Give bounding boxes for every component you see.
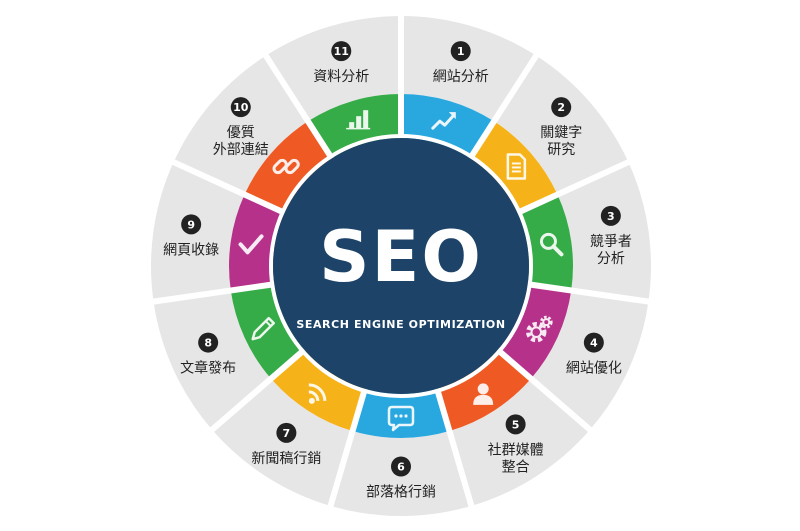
outer-segment (530, 290, 649, 430)
person-icon (473, 383, 494, 405)
segment-number: 2 (557, 101, 565, 114)
segment-label: 網站分析 (433, 69, 489, 85)
color-segment (230, 283, 306, 379)
rss-icon (308, 383, 327, 404)
segment-number-badge (583, 332, 604, 353)
segment-number: 4 (590, 337, 598, 350)
segment-label: 分析 (597, 251, 625, 267)
outer-segment (557, 162, 652, 302)
outer-segment (153, 290, 272, 430)
color-ring (229, 94, 573, 439)
segment-label-group: 11 資料分析 (313, 41, 369, 85)
segment-dividers (151, 14, 651, 509)
segment-divider (465, 52, 540, 164)
segment-label: 網頁收錄 (163, 242, 219, 258)
segment-label-group: 4 網站優化 (566, 332, 622, 377)
segment-number: 6 (397, 461, 405, 474)
outer-segment (173, 55, 309, 195)
segment-number: 7 (283, 427, 291, 440)
segment-number-badge (181, 214, 202, 235)
segment-label: 新聞稿行銷 (251, 451, 321, 467)
segment-number-badge (331, 41, 352, 62)
segment-label-group: 6 部落格行銷 (366, 456, 436, 501)
segment-divider (327, 384, 369, 509)
center-ring-edge (269, 134, 533, 398)
segment-number-badge (230, 97, 251, 118)
segment-number: 10 (233, 101, 249, 114)
document-icon (506, 153, 527, 180)
outer-ring (150, 16, 652, 516)
segment-label: 競爭者 (590, 234, 632, 250)
segment-label: 研究 (547, 142, 575, 158)
segment-number-badge (450, 41, 471, 62)
segment-label: 外部連結 (213, 142, 269, 158)
segment-number-badge (198, 332, 219, 353)
segment-label: 部落格行銷 (366, 485, 436, 501)
center-hub: SEO SEARCH ENGINE OPTIMIZATION (273, 138, 529, 394)
segment-label: 文章發布 (180, 360, 236, 377)
segment-number-badge (551, 97, 572, 118)
segment-divider (433, 384, 475, 509)
color-segment (401, 94, 494, 161)
gears-icon (526, 315, 553, 343)
magnifier-icon (539, 232, 564, 257)
segment-label-group: 9 網頁收錄 (163, 214, 219, 258)
segment-number: 1 (457, 45, 465, 58)
segment-number: 5 (512, 418, 520, 431)
segment-number: 3 (607, 210, 615, 223)
segment-label-group: 8 文章發布 (180, 332, 236, 377)
segment-number-badge (505, 414, 526, 435)
segment-label-group: 7 新聞稿行銷 (251, 422, 321, 467)
center-subtitle: SEARCH ENGINE OPTIMIZATION (296, 318, 505, 331)
segment-label: 關鍵字 (540, 125, 582, 141)
outer-segment (265, 16, 401, 122)
segment-label: 整合 (502, 459, 530, 475)
segment-divider (512, 158, 632, 218)
outer-segment (212, 378, 353, 506)
center-circle (273, 138, 529, 394)
segment-divider (262, 52, 337, 164)
color-segment (244, 121, 333, 214)
outer-segment (401, 16, 537, 122)
segment-number: 8 (204, 337, 212, 350)
color-segment (352, 386, 450, 439)
trend-line-icon (431, 112, 456, 130)
outer-segment (150, 162, 245, 302)
segment-divider (492, 344, 594, 434)
speech-bubble-icon (387, 405, 415, 432)
chain-link-icon (272, 158, 300, 175)
segment-label: 網站優化 (566, 361, 622, 377)
segment-divider (208, 344, 310, 434)
bar-chart-icon (346, 110, 371, 130)
segment-label: 優質 (227, 125, 255, 141)
icon-layer (238, 110, 564, 432)
segment-label: 社群媒體 (488, 442, 544, 458)
segment-number-badge (276, 422, 297, 443)
color-segment (496, 283, 572, 379)
checkmark-icon (238, 234, 264, 255)
segment-number-badge (600, 205, 621, 226)
segment-divider (523, 280, 651, 305)
segment-label-group: 1 網站分析 (433, 41, 489, 85)
pencil-icon (251, 316, 275, 341)
outer-segment (449, 378, 590, 506)
segment-divider (170, 158, 290, 218)
outer-segment (493, 55, 629, 195)
color-segment (308, 94, 401, 161)
segment-label: 資料分析 (313, 69, 369, 85)
segment-divider (151, 280, 279, 305)
center-title: SEO (319, 216, 483, 298)
segment-number: 11 (334, 45, 349, 58)
segment-number: 9 (187, 218, 195, 231)
segment-number-badge (391, 456, 411, 477)
